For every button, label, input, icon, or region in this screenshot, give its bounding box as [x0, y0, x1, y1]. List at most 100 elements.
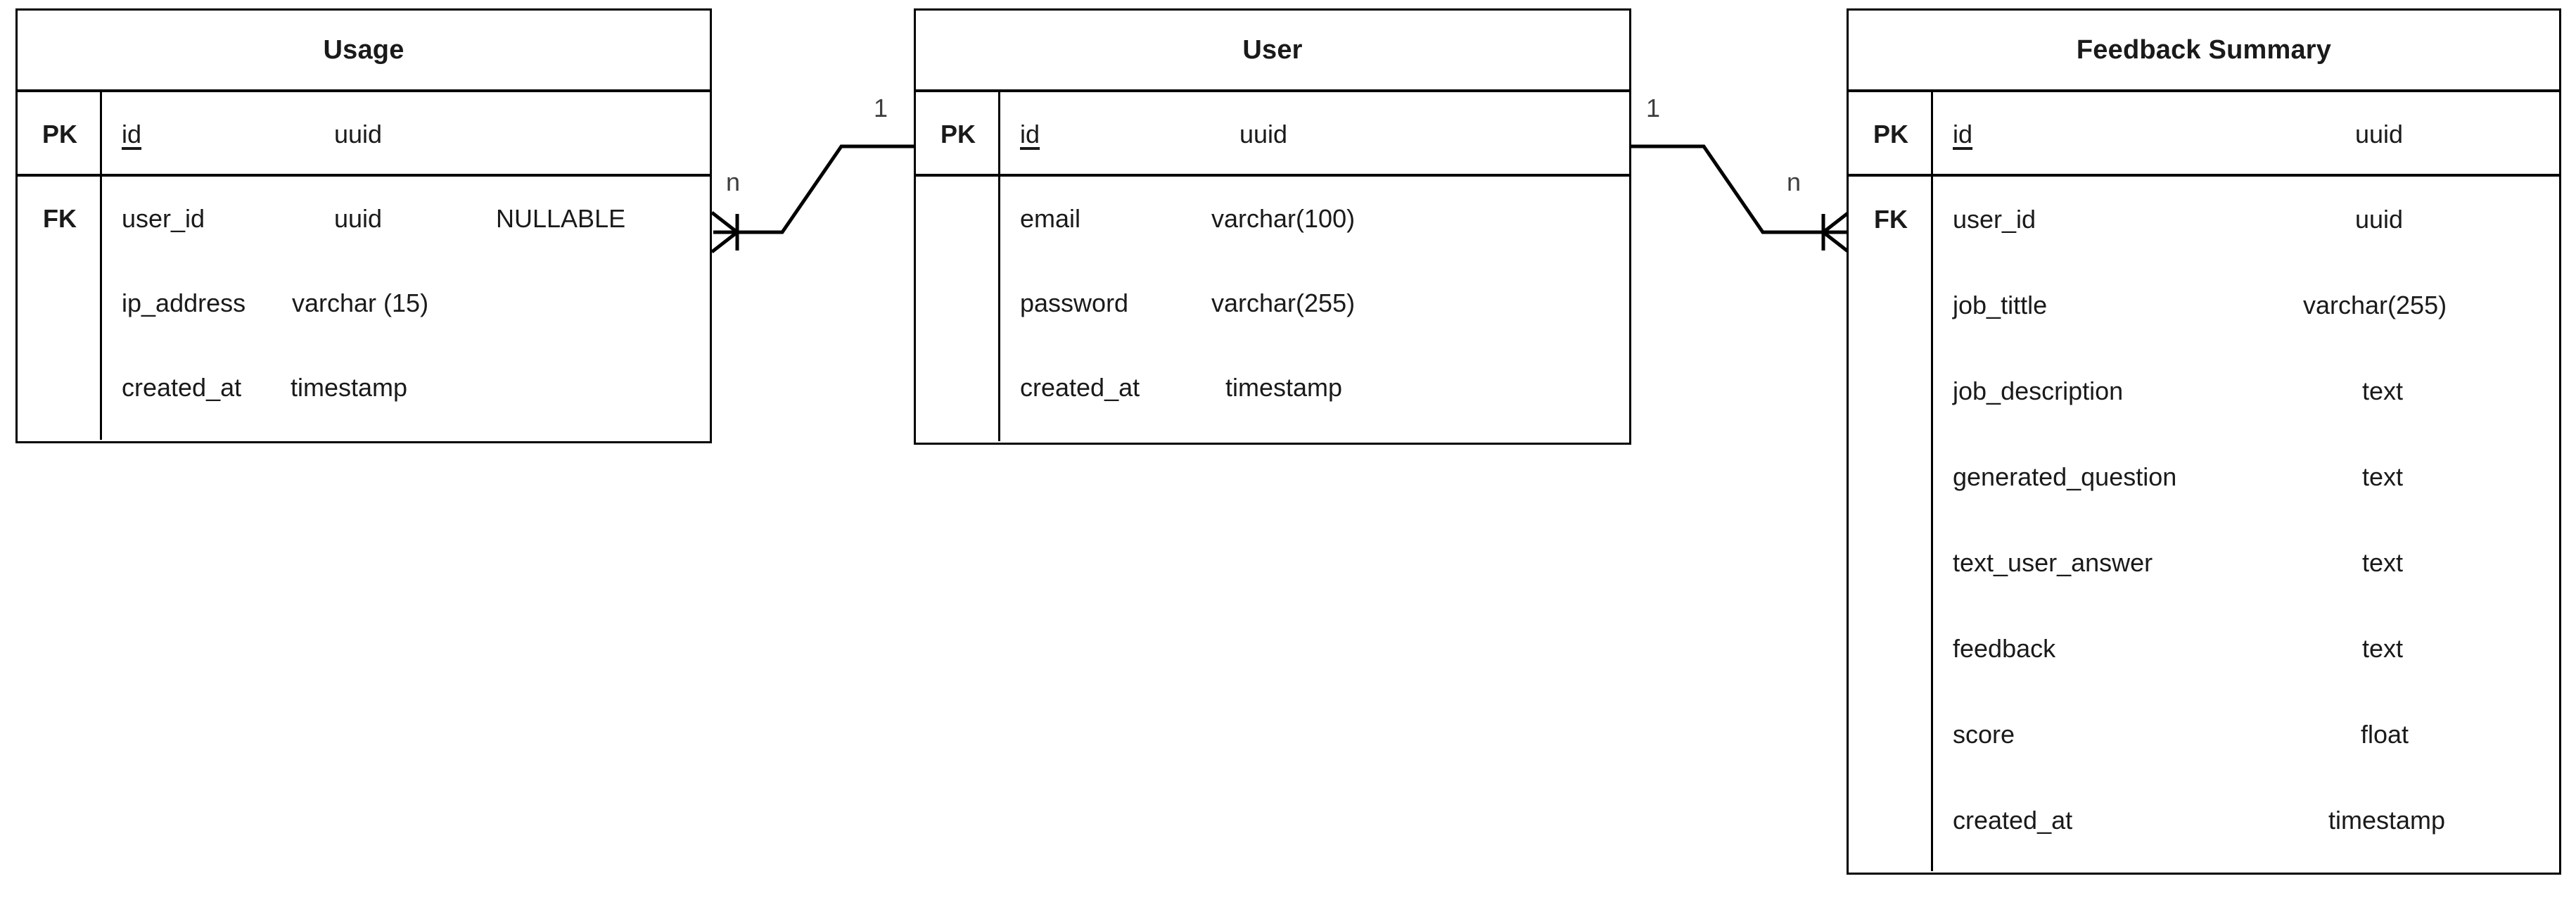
field-type: varchar(255) [2303, 291, 2447, 319]
row-field: user_id uuid NULLABLE [102, 177, 710, 261]
entity-user[interactable]: User PK id uuid email varchar(1 [914, 8, 1631, 445]
table-row[interactable]: password varchar(255) [916, 261, 1629, 346]
field-name: id [1953, 120, 1973, 148]
crowsfoot-many-icon [1821, 211, 1850, 253]
field-type: text [2362, 548, 2404, 577]
field-nullable-flag: NULLABLE [496, 204, 626, 233]
field-name: score [1953, 720, 2015, 749]
row-field: id uuid [1933, 92, 2559, 177]
entity-usage-attributes: FK user_id uuid NULLABLE ip_address varc… [18, 177, 710, 430]
row-field: password varchar(255) [1000, 261, 1629, 346]
table-row[interactable]: text_user_answer text [1849, 520, 2559, 606]
row-field: generated_question text [1933, 434, 2559, 520]
entity-usage-key-gutter [18, 92, 102, 440]
field-type: timestamp [2328, 806, 2446, 835]
row-key-badge: FK [1874, 205, 1908, 234]
table-row[interactable]: PK id uuid [1849, 92, 2559, 177]
entity-user-pk-section: PK id uuid [916, 92, 1629, 177]
field-type: uuid [334, 120, 383, 148]
field-name: created_at [1953, 806, 2073, 835]
row-field: created_at timestamp [102, 346, 710, 430]
table-row[interactable]: feedback text [1849, 606, 2559, 692]
table-row[interactable]: created_at timestamp [916, 346, 1629, 430]
field-name: ip_address [122, 289, 246, 317]
cardinality-label-feedback-n: n [1787, 167, 1802, 196]
entity-user-attributes: email varchar(100) password varchar(255)… [916, 177, 1629, 430]
entity-feedback-summary[interactable]: Feedback Summary PK id uuid FK user_id [1847, 8, 2561, 875]
field-name: generated_question [1953, 462, 2177, 491]
entity-feedback-summary-attributes: FK user_id uuid job_tittle varchar(255) [1849, 177, 2559, 863]
field-type: text [2362, 634, 2404, 663]
cardinality-label-usage-n: n [726, 167, 741, 196]
row-field: email varchar(100) [1000, 177, 1629, 261]
field-type: varchar(255) [1211, 289, 1356, 317]
field-type: uuid [2355, 205, 2404, 234]
field-name: user_id [122, 204, 205, 233]
cardinality-label-user-one-right: 1 [1646, 94, 1661, 122]
row-field: job_description text [1933, 348, 2559, 434]
field-name: feedback [1953, 634, 2056, 663]
row-field: job_tittle varchar(255) [1933, 262, 2559, 348]
field-type: uuid [334, 204, 383, 233]
field-name: created_at [1020, 373, 1140, 402]
row-field: text_user_answer text [1933, 520, 2559, 606]
row-key-badge: PK [42, 120, 77, 148]
entity-usage-body: PK id uuid FK user_id uuid NULLABLE [18, 92, 710, 440]
field-type: text [2362, 462, 2404, 491]
table-row[interactable]: email varchar(100) [916, 177, 1629, 261]
field-name: password [1020, 289, 1129, 317]
entity-user-header: User [916, 11, 1629, 92]
entity-usage-title: Usage [323, 34, 404, 65]
field-name: created_at [122, 373, 242, 402]
entity-user-body: PK id uuid email varchar(100) [916, 92, 1629, 441]
row-field: created_at timestamp [1933, 778, 2559, 863]
row-field: ip_address varchar (15) [102, 261, 710, 346]
field-name: text_user_answer [1953, 548, 2153, 577]
field-name: email [1020, 204, 1081, 233]
field-type: uuid [2355, 120, 2404, 148]
field-name: id [1020, 120, 1040, 148]
row-field: id uuid [102, 92, 710, 177]
row-key-badge: PK [940, 120, 976, 148]
field-type: float [2361, 720, 2409, 749]
field-type: timestamp [1225, 373, 1343, 402]
table-row[interactable]: job_tittle varchar(255) [1849, 262, 2559, 348]
table-row[interactable]: job_description text [1849, 348, 2559, 434]
table-row[interactable]: created_at timestamp [18, 346, 710, 430]
field-name: user_id [1953, 205, 2036, 234]
field-type: varchar(100) [1211, 204, 1356, 233]
entity-usage-header: Usage [18, 11, 710, 92]
table-row[interactable]: PK id uuid [18, 92, 710, 177]
entity-feedback-summary-header: Feedback Summary [1849, 11, 2559, 92]
crowsfoot-many-icon [710, 211, 739, 253]
field-type: timestamp [291, 373, 408, 402]
row-field: created_at timestamp [1000, 346, 1629, 430]
row-key-badge: FK [43, 204, 77, 233]
row-field: id uuid [1000, 92, 1629, 177]
entity-user-key-gutter [916, 92, 1000, 441]
field-name: job_description [1953, 376, 2124, 405]
entity-feedback-summary-title: Feedback Summary [2076, 34, 2332, 65]
table-row[interactable]: generated_question text [1849, 434, 2559, 520]
row-field: user_id uuid [1933, 177, 2559, 262]
cardinality-label-user-one: 1 [874, 94, 888, 122]
row-key-badge: PK [1873, 120, 1908, 148]
table-row[interactable]: FK user_id uuid [1849, 177, 2559, 262]
table-row[interactable]: ip_address varchar (15) [18, 261, 710, 346]
entity-usage[interactable]: Usage PK id uuid FK user_id uuid [15, 8, 712, 443]
table-row[interactable]: created_at timestamp [1849, 778, 2559, 863]
field-name: id [122, 120, 142, 148]
entity-feedback-summary-body: PK id uuid FK user_id uuid [1849, 92, 2559, 871]
entity-feedback-summary-pk-section: PK id uuid [1849, 92, 2559, 177]
entity-usage-pk-section: PK id uuid [18, 92, 710, 177]
field-type: varchar (15) [292, 289, 429, 317]
relationship-user-feedback-summary [1629, 144, 1850, 253]
table-row[interactable]: score float [1849, 692, 2559, 778]
table-row[interactable]: FK user_id uuid NULLABLE [18, 177, 710, 261]
field-type: uuid [1239, 120, 1288, 148]
table-row[interactable]: PK id uuid [916, 92, 1629, 177]
row-field: feedback text [1933, 606, 2559, 692]
entity-feedback-summary-key-gutter [1849, 92, 1933, 871]
row-field: score float [1933, 692, 2559, 778]
